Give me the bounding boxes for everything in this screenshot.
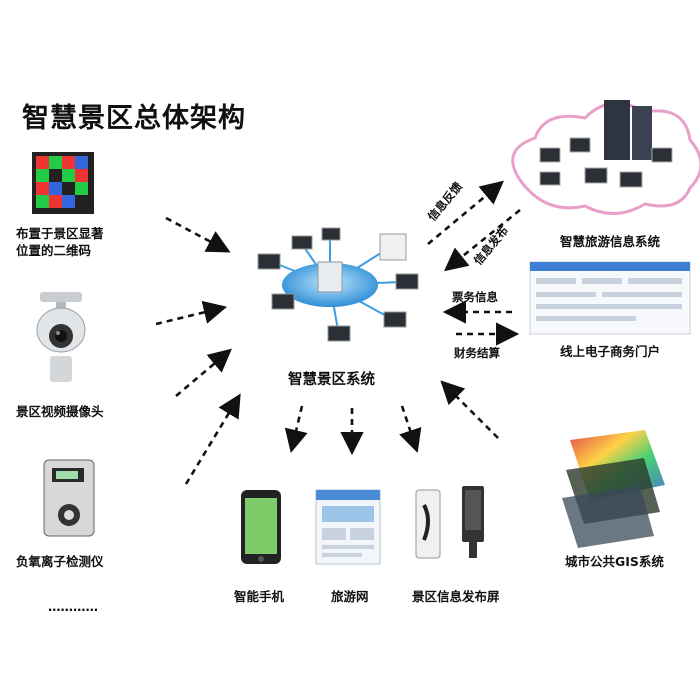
info-screen-label: 景区信息发布屏 (412, 589, 500, 604)
smartphone-icon (241, 490, 281, 564)
ecommerce-portal-icon (529, 261, 691, 335)
cloud-server-icon (511, 100, 700, 216)
gis-system-label: 城市公共GIS系统 (565, 554, 664, 569)
ion-detector-label: 负氧离子检测仪 (16, 554, 104, 569)
finance-settlement-label: 财务结算 (454, 346, 500, 360)
central-network-hub (257, 227, 419, 342)
travel-website-icon (315, 489, 381, 565)
more-items-ellipsis: ………… (48, 599, 98, 614)
gis-map-icon (562, 430, 665, 548)
cloud-system-label: 智慧旅游信息系统 (560, 234, 661, 249)
ecommerce-portal-label: 线上电子商务门户 (560, 344, 661, 359)
qr-code-label-line2: 位置的二维码 (16, 243, 92, 258)
info-display-screen-icon (415, 486, 484, 559)
qr-code-label-line1: 布置于景区显著 (16, 226, 104, 241)
qr-code-label: 布置于景区显著 位置的二维码 (16, 225, 104, 259)
ion-detector-icon (43, 459, 95, 537)
smartphone-label: 智能手机 (234, 589, 285, 604)
center-system-label: 智慧景区系统 (288, 372, 375, 388)
qr-code-icon (32, 152, 94, 214)
page-title: 智慧景区总体架构 (22, 103, 246, 134)
flow-arrows (155, 180, 521, 485)
ticket-info-label: 票务信息 (452, 290, 498, 304)
travel-website-label: 旅游网 (331, 589, 369, 604)
video-camera-icon (36, 292, 86, 382)
video-camera-label: 景区视频摄像头 (16, 404, 104, 419)
